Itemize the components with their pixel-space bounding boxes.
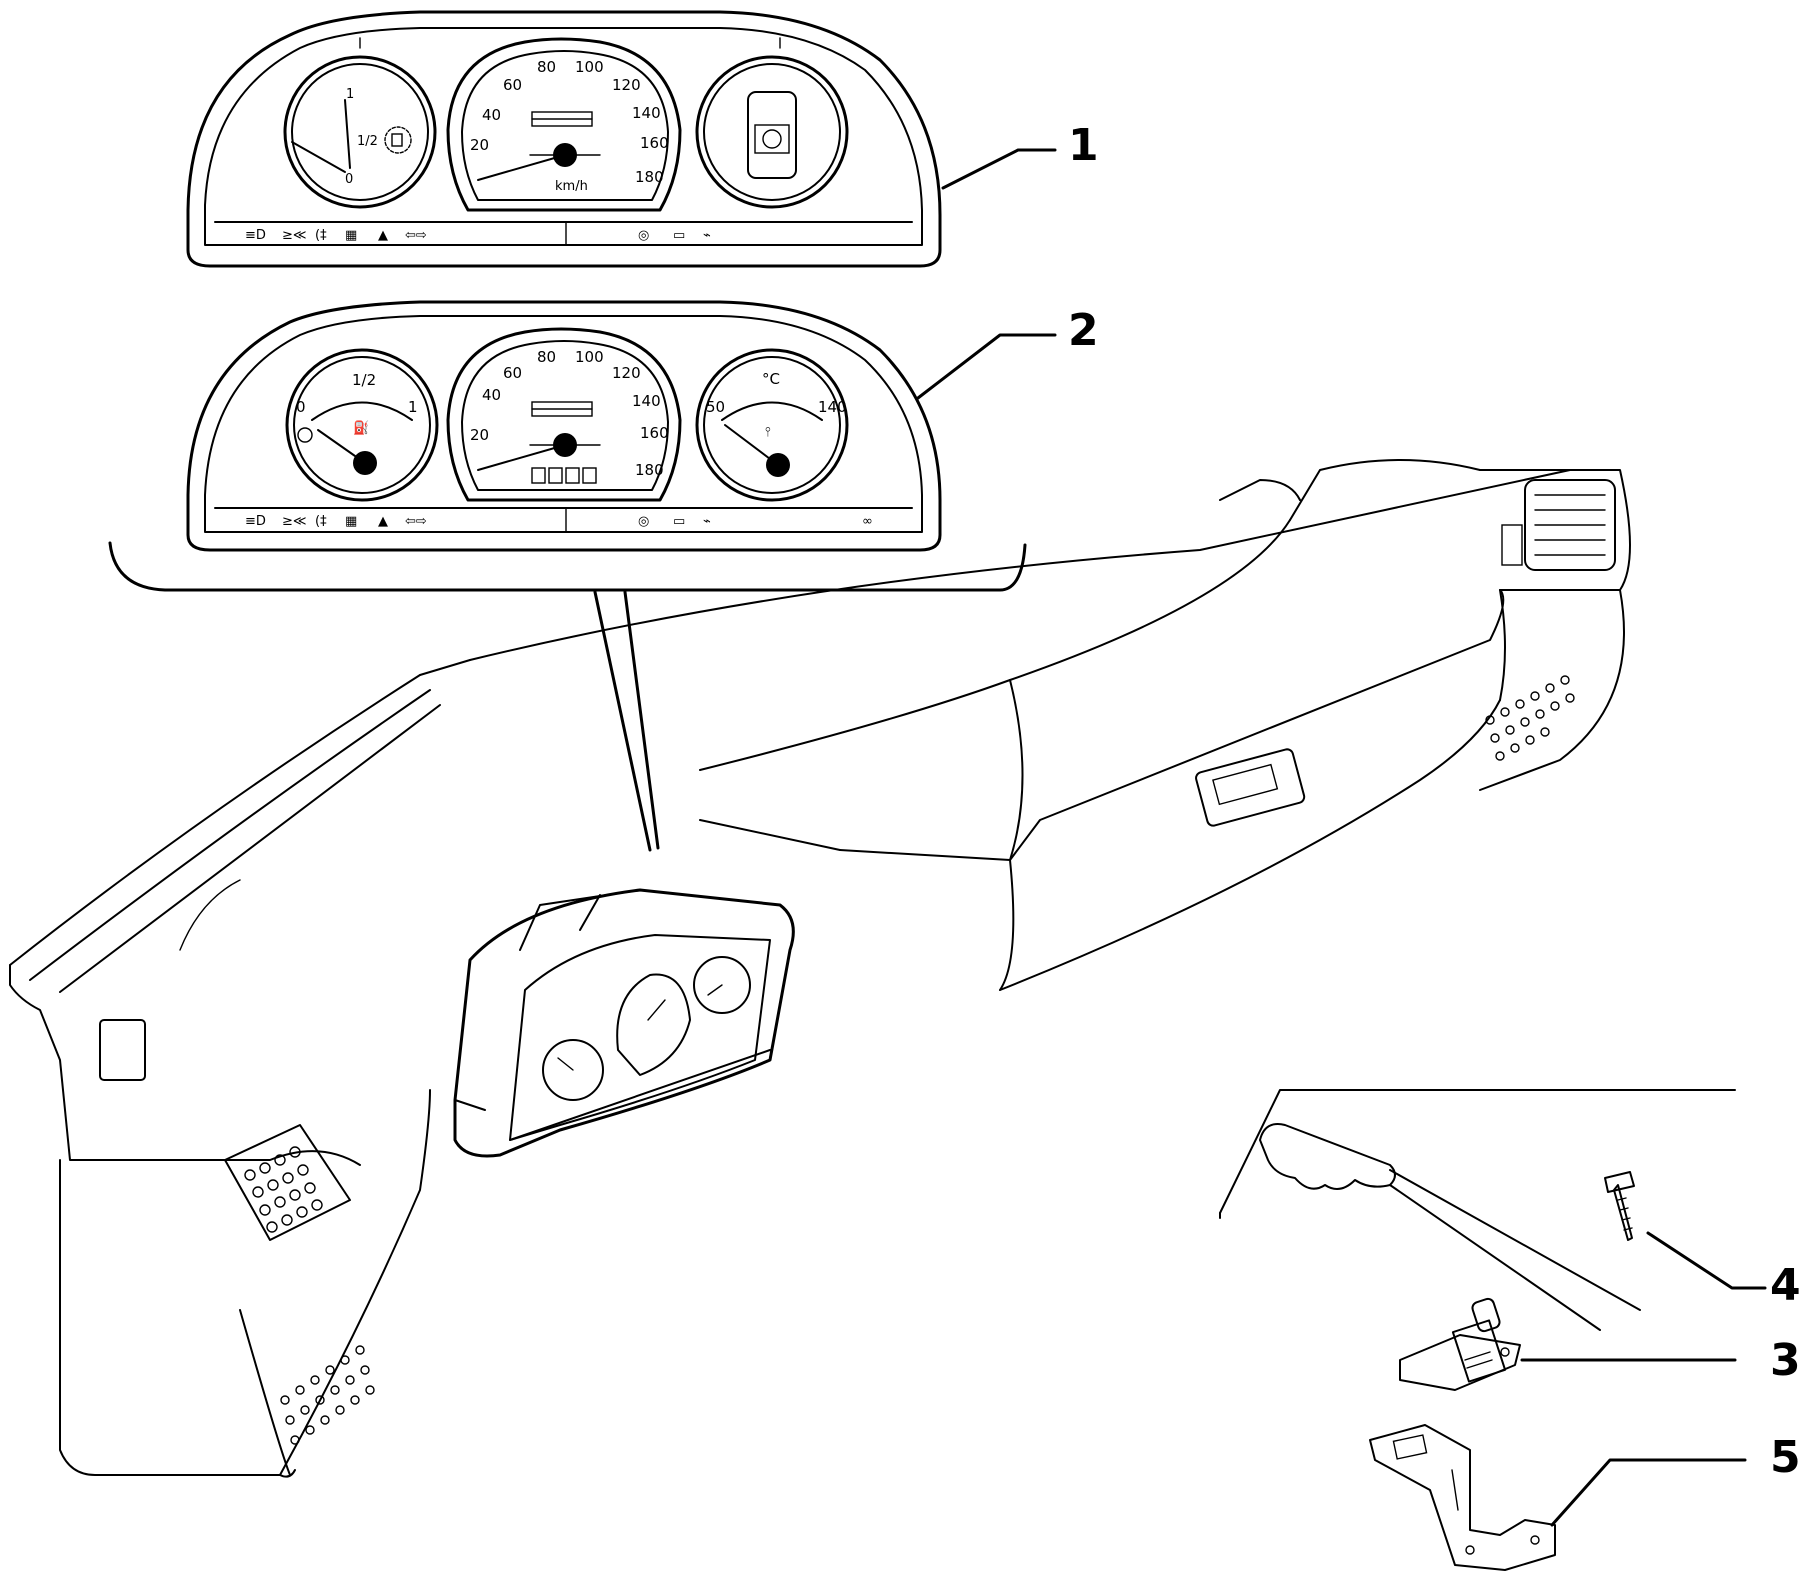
speed-unit-label: km/h [555, 179, 588, 194]
callout-1-label: 1 [1068, 120, 1099, 171]
svg-text:▭: ▭ [673, 514, 685, 529]
brake-warning-icon: ◎ [638, 228, 649, 243]
svg-text:60: 60 [503, 364, 522, 382]
svg-text:80: 80 [537, 348, 556, 366]
left-speaker-grille [280, 1345, 375, 1445]
hazard-icon: ▲ [378, 228, 388, 243]
svg-text:⇦⇨: ⇦⇨ [405, 514, 427, 529]
left-air-vent [224, 1124, 351, 1241]
svg-text:50: 50 [706, 398, 725, 416]
heated-screen-icon: ▦ [345, 228, 357, 243]
temperature-gauge-2: 50 °C 140 ⫯ [695, 348, 849, 502]
fuel-label-full: 1 [346, 87, 354, 102]
svg-text:◎: ◎ [638, 514, 649, 529]
svg-text:120: 120 [612, 364, 641, 382]
svg-text:140: 140 [818, 398, 847, 416]
svg-text:▲: ▲ [378, 514, 388, 529]
glow-plug-icon: ∞ [862, 514, 873, 529]
fog-light-icon: ≥≪ [282, 228, 307, 243]
svg-text:80: 80 [537, 58, 556, 76]
callout-1: 1 [941, 120, 1099, 190]
svg-text:≡D: ≡D [245, 514, 266, 529]
callout-3: 3 [1520, 1335, 1801, 1386]
svg-text:40: 40 [482, 106, 501, 124]
callout-3-label: 3 [1770, 1335, 1801, 1386]
svg-text:▦: ▦ [345, 514, 357, 529]
door-indicator-gauge-1 [695, 55, 849, 209]
svg-text:40: 40 [482, 386, 501, 404]
detail-bracket [108, 541, 1027, 852]
speedometer-1: 20 40 60 80 100 120 140 160 180 km/h [446, 37, 682, 212]
svg-text:100: 100 [575, 348, 604, 366]
svg-text:°C: °C [762, 370, 780, 388]
callout-2: 2 [916, 305, 1099, 400]
svg-text:140: 140 [632, 392, 661, 410]
callout-4-label: 4 [1770, 1260, 1801, 1311]
right-air-vent [1501, 479, 1616, 571]
glovebox [999, 589, 1506, 991]
right-speaker-grille [1485, 675, 1575, 761]
turn-signal-icon: ⇦⇨ [405, 228, 427, 243]
svg-text:180: 180 [635, 168, 664, 186]
warning-strip-1: ≡D ≥≪ (‡ ▦ ▲ ⇦⇨ ◎ ▭ ⌁ [245, 221, 711, 246]
fuel2-label-empty: 0 [296, 398, 306, 416]
headlight-icon: ≡D [245, 228, 266, 243]
speedometer-2: 20 40 60 80 100 120 140 160 180 [446, 327, 682, 502]
callout-5-label: 5 [1770, 1432, 1801, 1483]
svg-text:160: 160 [640, 424, 669, 442]
svg-text:100: 100 [575, 58, 604, 76]
instrument-cluster-1: 1 1/2 0 20 40 60 80 100 120 140 160 180 … [186, 10, 942, 268]
callout-2-label: 2 [1068, 305, 1099, 356]
oil-pressure-icon: ⌁ [703, 228, 711, 243]
fuel2-label-half: 1/2 [352, 371, 376, 389]
svg-text:60: 60 [503, 76, 522, 94]
instrument-cluster-2: 0 1/2 1 ⛽ 20 40 60 80 100 120 140 160 18… [186, 300, 942, 552]
battery-icon: ▭ [673, 228, 685, 243]
svg-text:160: 160 [640, 134, 669, 152]
svg-text:≥≪: ≥≪ [282, 514, 307, 529]
part-4-screw [1604, 1171, 1635, 1241]
fuel-gauge-1: 1 1/2 0 [283, 55, 437, 209]
svg-text:120: 120 [612, 76, 641, 94]
dashboard [9, 459, 1631, 1478]
mounted-instrument-cluster [453, 888, 795, 1158]
svg-text:140: 140 [632, 104, 661, 122]
fuel2-label-full: 1 [408, 398, 418, 416]
rear-fog-icon: (‡ [315, 228, 327, 243]
svg-text:(‡: (‡ [315, 514, 327, 529]
handbrake-lever [1219, 1089, 1736, 1331]
callout-4: 4 [1646, 1231, 1801, 1311]
part-5-bracket [1369, 1424, 1556, 1571]
fuel-pump-icon: ⛽ [353, 420, 369, 436]
callout-5: 5 [1550, 1432, 1801, 1527]
svg-text:⌁: ⌁ [703, 514, 711, 529]
svg-text:180: 180 [635, 461, 664, 479]
svg-text:20: 20 [470, 136, 489, 154]
coolant-icon: ⫯ [765, 425, 771, 440]
fuel-gauge-2: 0 1/2 1 ⛽ [285, 348, 439, 502]
svg-text:20: 20 [470, 426, 489, 444]
warning-strip-2: ≡D ≥≪ (‡ ▦ ▲ ⇦⇨ ◎ ▭ ⌁ ∞ [245, 514, 873, 529]
part-3-switch [1399, 1297, 1521, 1391]
fuel-label-half: 1/2 [357, 134, 378, 149]
fuel-label-empty: 0 [345, 172, 353, 187]
